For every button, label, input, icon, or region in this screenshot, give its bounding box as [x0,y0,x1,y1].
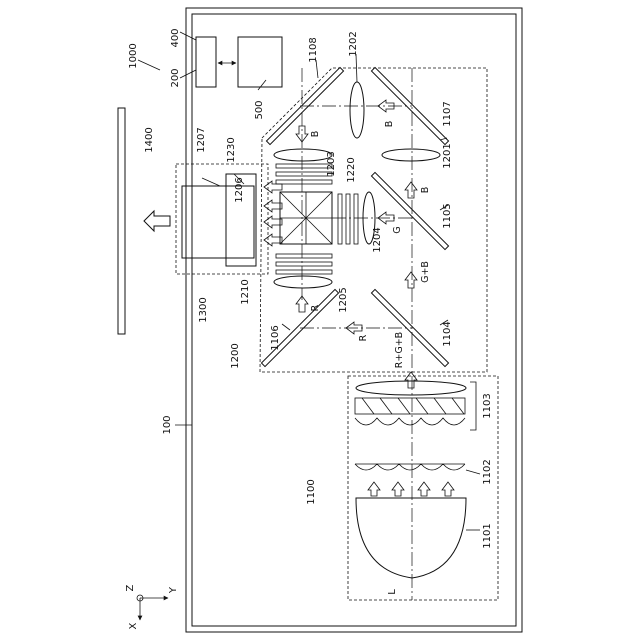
label-1230: 1230 [226,137,237,162]
label-1106: 1106 [270,325,281,350]
panel-stack-1210 [276,254,332,274]
lens-1205 [274,276,332,288]
axis-label-x: X [128,622,139,629]
label-1220: 1220 [346,157,357,182]
power-box-500 [238,37,282,87]
label-1101: 1101 [482,523,493,548]
label-500: 500 [254,100,265,119]
mirror-1105 [371,172,448,249]
lens-1203 [274,149,332,161]
ray-label-rgb: R+G+B [394,332,405,368]
cross-dichroic-prism [280,192,332,244]
lens-1202 [350,82,364,138]
label-1206: 1206 [234,177,245,202]
ray-label-r-upper: R [310,304,321,311]
label-1207: 1207 [196,127,207,152]
label-1400: 1400 [144,127,155,152]
label-1202: 1202 [348,31,359,56]
label-1201: 1201 [442,143,453,168]
screen-1400 [118,108,125,334]
projection-direction-arrow [144,211,170,231]
lens-array-1102 [355,464,465,470]
label-1300: 1300 [198,297,209,322]
label-1102: 1102 [482,459,493,484]
label-1200: 1200 [230,343,241,368]
label-1205: 1205 [338,287,349,312]
label-100: 100 [162,415,173,434]
label-1210: 1210 [240,279,251,304]
ray-label-r-lower: R [358,334,369,341]
ray-label-gb: G+B [420,261,431,283]
ray-label-g: G [392,226,403,233]
label-lamp-point-L: L [387,589,398,595]
label-1107: 1107 [442,101,453,126]
label-400: 400 [170,28,181,47]
label-200: 200 [170,68,181,87]
panel-stack-1220 [338,194,358,244]
coordinate-axes [137,595,168,620]
axis-label-z: Z [125,584,136,591]
light-source-reflector-1101 [356,498,466,578]
axis-label-y: Y [168,586,179,594]
label-1203: 1203 [326,151,337,176]
prism-output-arrows [264,181,282,246]
lens-array-1103 [355,398,465,425]
label-1108: 1108 [308,37,319,62]
housing-frame [186,8,522,632]
label-1103: 1103 [482,393,493,418]
ray-label-b-lower: B [420,187,431,194]
controller-box-200 [196,37,216,87]
label-1105: 1105 [442,203,453,228]
ray-label-b-upper: B [384,121,395,128]
ray-label-b-left: B [310,131,321,138]
label-1000: 1000 [128,43,139,68]
label-1104: 1104 [442,321,453,346]
lamp-output-arrows [368,482,454,496]
label-1100: 1100 [306,479,317,504]
lens-unit-bracket [470,382,476,430]
panel-stack-1230 [276,164,332,184]
label-1204: 1204 [372,227,383,252]
lens-1201 [382,149,440,161]
